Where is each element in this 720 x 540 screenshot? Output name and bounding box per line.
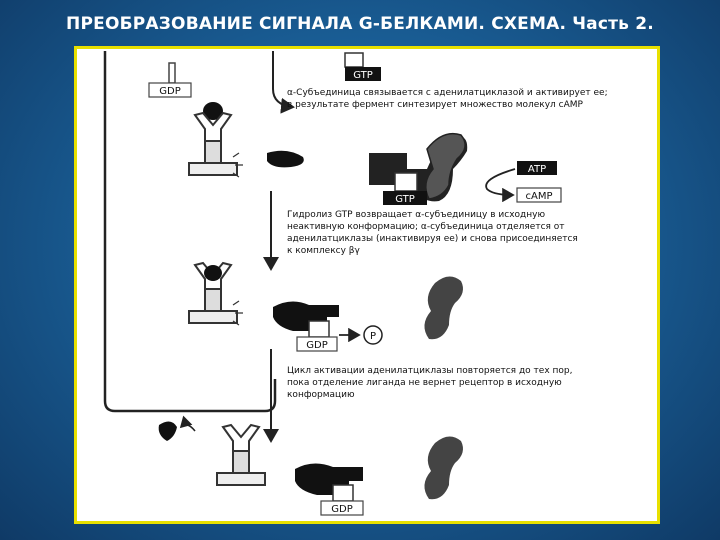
released-ligand — [158, 421, 177, 441]
beta-gamma-1 — [267, 150, 304, 168]
adenylate-cyclase-3 — [424, 436, 463, 500]
alpha-cyclase-complex-1: GTP — [369, 132, 468, 205]
note-step3-line2: пока отделение лиганда не вернет рецепто… — [287, 378, 562, 388]
phosphate-circle: P — [363, 325, 383, 345]
svg-text:P: P — [370, 331, 376, 342]
note-step1-line1: α-Субъединица связывается с аденилатцикл… — [287, 88, 608, 98]
flow-arrow-1 — [272, 51, 295, 114]
atp-to-camp-arrow — [485, 168, 516, 203]
svg-text:GTP: GTP — [353, 70, 373, 81]
feedback-loop-line — [103, 53, 277, 413]
svg-text:GTP: GTP — [395, 194, 415, 205]
gtp-tag-top: GTP — [344, 52, 381, 81]
receptor-1 — [188, 102, 243, 178]
note-step3-line1: Цикл активации аденилатциклазы повторяет… — [287, 366, 572, 376]
svg-text:GDP: GDP — [331, 504, 352, 515]
note-step3-line3: конформацию — [287, 390, 355, 400]
slide-title: ПРЕОБРАЗОВАНИЕ СИГНАЛА G-БЕЛКАМИ. СХЕМА.… — [66, 14, 654, 34]
note-step2-line4: к комплексу βγ — [287, 246, 361, 256]
receptor-2 — [188, 261, 243, 326]
note-step2-line2: неактивную конформацию; α-субъединица от… — [287, 222, 565, 232]
ligand-release-arrow — [179, 415, 196, 432]
g-protein-trimer-3: GDP — [295, 463, 364, 516]
svg-text:cAMP: cAMP — [526, 191, 553, 202]
svg-text:GDP: GDP — [306, 340, 327, 351]
atp-label: ATP — [517, 161, 557, 175]
receptor-3 — [216, 423, 266, 486]
note-step1-line2: в результате фермент синтезирует множест… — [287, 100, 584, 110]
svg-text:ATP: ATP — [528, 164, 546, 175]
note-step2-line3: аденилатциклазы (инактивируя ее) и снова… — [287, 234, 578, 244]
svg-text:GDP: GDP — [159, 86, 180, 97]
note-step2-line1: Гидролиз GTP возвращает α-субъединицу в … — [287, 210, 545, 220]
adenylate-cyclase-2 — [424, 276, 463, 340]
gdp-tag-top: GDP — [148, 62, 192, 98]
diagram-frame: GDP GTP α-Субъединица связывается с аден… — [74, 46, 660, 524]
g-protein-trimer-2: GDP — [273, 301, 339, 352]
camp-label: cAMP — [516, 187, 562, 203]
